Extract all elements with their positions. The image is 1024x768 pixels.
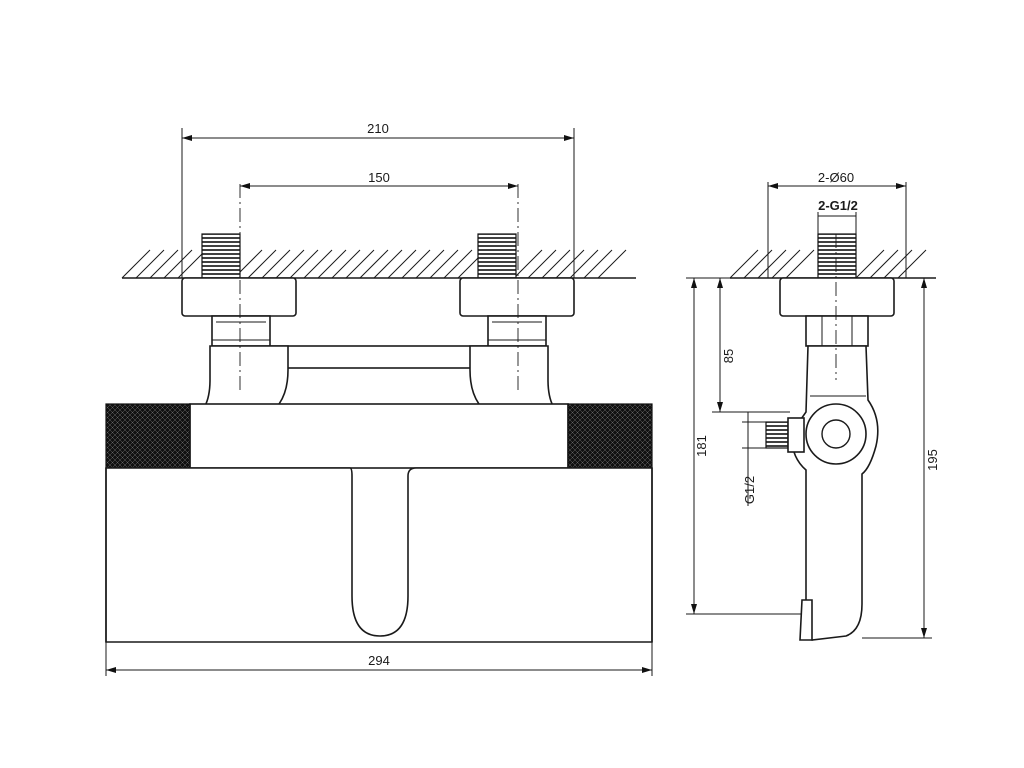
hatch-line	[555, 249, 585, 279]
side-flange	[779, 277, 895, 317]
mixer-lower-body	[105, 467, 653, 643]
dim-85: 85	[712, 277, 790, 413]
hatch-line	[163, 249, 193, 279]
mixer-body	[189, 403, 569, 469]
dim-294-label: 294	[368, 653, 390, 668]
hatch-line	[527, 249, 557, 279]
side-spout-tip	[799, 599, 813, 641]
dim-181-label: 181	[694, 435, 709, 457]
left-flange	[181, 277, 297, 317]
hatch-line	[289, 249, 319, 279]
side-nut	[805, 315, 869, 347]
hatch-line	[743, 249, 773, 279]
hatch-line	[177, 249, 207, 279]
hatch-line	[569, 249, 599, 279]
dim-2g12-label: 2-G1/2	[818, 198, 858, 213]
dim-2-dia60: 2-Ø60	[767, 170, 907, 278]
side-outlet-thread	[765, 421, 789, 449]
side-body	[790, 345, 879, 641]
hatch-line	[541, 249, 571, 279]
left-nut	[211, 315, 271, 347]
hatch-line	[597, 249, 627, 279]
dim-85-label: 85	[721, 349, 736, 363]
dim-g12-label: G1/2	[742, 476, 757, 504]
dim-195-label: 195	[925, 449, 940, 471]
hatch-line	[331, 249, 361, 279]
hatch-line	[513, 249, 543, 279]
side-handle-inner	[821, 419, 851, 449]
hatch-line	[359, 249, 389, 279]
hatch-line	[443, 249, 473, 279]
dim-181: 181	[686, 277, 802, 615]
dim-210: 210	[181, 121, 575, 278]
hatch-line	[401, 249, 431, 279]
hatch-line	[429, 249, 459, 279]
hatch-line	[883, 249, 913, 279]
right-inlet-thread	[477, 233, 517, 279]
side-handle-outer	[805, 403, 867, 465]
dim-150-label: 150	[368, 170, 390, 185]
hatch-line	[855, 249, 885, 279]
right-flange	[459, 277, 575, 317]
dim-195: 195	[862, 277, 940, 639]
hatch-line	[275, 249, 305, 279]
dim-294: 294	[105, 642, 653, 676]
hatch-line	[415, 249, 445, 279]
hatch-line	[869, 249, 899, 279]
front-wall-hatch	[121, 249, 636, 279]
dim-210-label: 210	[367, 121, 389, 136]
hatch-line	[785, 249, 815, 279]
right-handle	[567, 403, 653, 469]
side-view: G1/2 2-Ø60 2-G1/2 85	[686, 170, 940, 641]
right-nut	[487, 315, 547, 347]
hatch-line	[373, 249, 403, 279]
hatch-line	[387, 249, 417, 279]
hatch-line	[345, 249, 375, 279]
hatch-line	[583, 249, 613, 279]
connecting-bar	[269, 345, 489, 369]
dim-dia60-label: 2-Ø60	[818, 170, 854, 185]
left-handle	[105, 403, 191, 469]
hatch-line	[247, 249, 277, 279]
hatch-line	[261, 249, 291, 279]
dim-150: 150	[240, 170, 518, 189]
dim-2-g12: 2-G1/2	[817, 198, 858, 234]
hatch-line	[317, 249, 347, 279]
hatch-line	[135, 249, 165, 279]
hatch-line	[149, 249, 179, 279]
side-outlet-nut	[787, 417, 805, 453]
hatch-line	[729, 249, 759, 279]
side-inlet-thread	[817, 233, 857, 279]
left-inlet-thread	[201, 233, 241, 279]
front-view: 210 150 294	[105, 121, 653, 676]
hatch-line	[121, 249, 151, 279]
hatch-line	[303, 249, 333, 279]
hatch-line	[897, 249, 927, 279]
hatch-line	[757, 249, 787, 279]
hatch-line	[771, 249, 801, 279]
